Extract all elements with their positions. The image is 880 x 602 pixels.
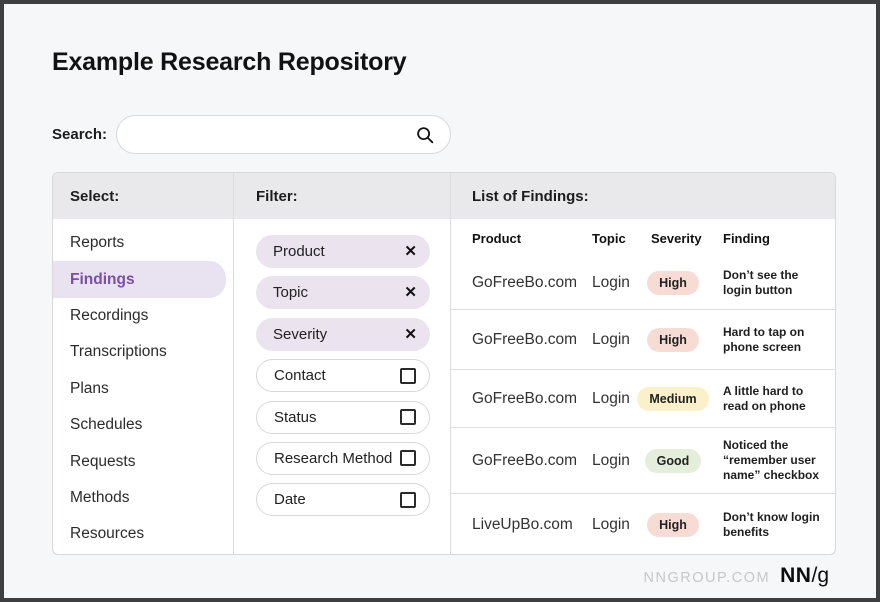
filter-header: Filter: xyxy=(234,173,450,219)
finding-text: Hard to tap on phone screen xyxy=(707,325,835,355)
sidebar-item-plans[interactable]: Plans xyxy=(53,371,233,407)
search-input[interactable] xyxy=(135,125,414,144)
filter-pill-research-method[interactable]: Research Method xyxy=(256,442,430,475)
sidebar-item-reports[interactable]: Reports xyxy=(53,225,233,261)
remove-filter-icon[interactable]: ✕ xyxy=(404,327,417,342)
nng-logo: NN/g xyxy=(780,564,829,588)
select-column: Select: Reports Findings Recordings Tran… xyxy=(53,173,234,555)
sidebar-item-requests[interactable]: Requests xyxy=(53,443,233,479)
sidebar-item-recordings[interactable]: Recordings xyxy=(53,298,233,334)
finding-product: GoFreeBo.com xyxy=(472,331,592,349)
finding-text: Don’t see the login button xyxy=(707,268,835,298)
findings-column: List of Findings: Product Topic Severity… xyxy=(451,173,835,555)
finding-topic: Login xyxy=(592,516,639,534)
filter-pill-status[interactable]: Status xyxy=(256,401,430,434)
finding-row: GoFreeBo.com Login Medium A little hard … xyxy=(451,369,835,427)
filter-pill-date[interactable]: Date xyxy=(256,483,430,516)
column-header-severity: Severity xyxy=(639,231,707,246)
finding-product: GoFreeBo.com xyxy=(472,274,592,292)
checkbox-icon[interactable] xyxy=(400,368,416,384)
filter-pill-topic[interactable]: Topic ✕ xyxy=(256,276,430,309)
severity-badge: Good xyxy=(645,449,702,473)
sidebar-item-label: Transcriptions xyxy=(70,343,167,361)
column-header-finding: Finding xyxy=(707,231,835,246)
finding-row: LiveUpBo.com Login High Don’t know login… xyxy=(451,493,835,555)
search-label: Search: xyxy=(52,126,107,143)
filter-pill-label: Severity xyxy=(273,326,327,343)
checkbox-icon[interactable] xyxy=(400,492,416,508)
search-icon[interactable] xyxy=(414,124,436,146)
sidebar-item-label: Schedules xyxy=(70,416,142,434)
sidebar-item-label: Requests xyxy=(70,453,135,471)
footer: NNGROUP.COM NN/g xyxy=(644,564,829,588)
finding-topic: Login xyxy=(592,274,639,292)
filter-pill-label: Product xyxy=(273,243,325,260)
sidebar-item-methods[interactable]: Methods xyxy=(53,480,233,516)
filter-pill-severity[interactable]: Severity ✕ xyxy=(256,318,430,351)
sidebar-item-label: Recordings xyxy=(70,307,148,325)
severity-badge: High xyxy=(647,328,699,352)
sidebar-item-label: Findings xyxy=(70,271,135,289)
column-header-topic: Topic xyxy=(592,231,639,246)
sidebar-item-schedules[interactable]: Schedules xyxy=(53,407,233,443)
finding-topic: Login xyxy=(592,452,639,470)
sidebar-item-transcriptions[interactable]: Transcriptions xyxy=(53,334,233,370)
filter-pill-product[interactable]: Product ✕ xyxy=(256,235,430,268)
search-box[interactable] xyxy=(116,115,451,154)
remove-filter-icon[interactable]: ✕ xyxy=(404,244,417,259)
finding-severity-cell: High xyxy=(639,328,707,352)
finding-product: GoFreeBo.com xyxy=(472,452,592,470)
findings-header: List of Findings: xyxy=(451,173,835,219)
nng-logo-g: /g xyxy=(811,564,829,587)
finding-row: GoFreeBo.com Login High Don’t see the lo… xyxy=(451,257,835,309)
sidebar-item-label: Methods xyxy=(70,489,129,507)
finding-row: GoFreeBo.com Login Good Noticed the “rem… xyxy=(451,427,835,493)
column-header-product: Product xyxy=(472,231,592,246)
severity-badge: High xyxy=(647,271,699,295)
filter-pill-contact[interactable]: Contact xyxy=(256,359,430,392)
finding-text: Noticed the “remember user name” checkbo… xyxy=(707,438,835,483)
footer-site-url: NNGROUP.COM xyxy=(644,570,771,586)
sidebar-item-resources[interactable]: Resources xyxy=(53,516,233,552)
findings-table-header: Product Topic Severity Finding xyxy=(451,219,835,257)
finding-text: Don’t know login benefits xyxy=(707,510,835,540)
select-list: Reports Findings Recordings Transcriptio… xyxy=(53,219,233,553)
finding-product: GoFreeBo.com xyxy=(472,390,592,408)
finding-severity-cell: High xyxy=(639,513,707,537)
finding-topic: Login xyxy=(592,390,639,408)
filter-pill-label: Contact xyxy=(274,367,326,384)
select-header: Select: xyxy=(53,173,233,219)
filter-pill-label: Date xyxy=(274,491,306,508)
checkbox-icon[interactable] xyxy=(400,450,416,466)
nng-logo-nn: NN xyxy=(780,564,811,587)
filter-pill-label: Research Method xyxy=(274,450,392,467)
sidebar-item-label: Reports xyxy=(70,234,124,252)
filter-pill-label: Status xyxy=(274,409,317,426)
finding-severity-cell: Good xyxy=(639,449,707,473)
checkbox-icon[interactable] xyxy=(400,409,416,425)
finding-topic: Login xyxy=(592,331,639,349)
filter-pill-label: Topic xyxy=(273,284,308,301)
repository-panel: Select: Reports Findings Recordings Tran… xyxy=(52,172,836,555)
sidebar-item-findings[interactable]: Findings xyxy=(53,261,226,297)
remove-filter-icon[interactable]: ✕ xyxy=(404,285,417,300)
severity-badge: Medium xyxy=(637,387,708,411)
sidebar-item-label: Plans xyxy=(70,380,109,398)
severity-badge: High xyxy=(647,513,699,537)
finding-row: GoFreeBo.com Login High Hard to tap on p… xyxy=(451,309,835,369)
finding-product: LiveUpBo.com xyxy=(472,516,592,534)
filter-column: Filter: Product ✕ Topic ✕ Severity ✕ Con… xyxy=(234,173,451,555)
page-title: Example Research Repository xyxy=(52,48,406,77)
finding-text: A little hard to read on phone xyxy=(707,384,835,414)
finding-severity-cell: High xyxy=(639,271,707,295)
sidebar-item-label: Resources xyxy=(70,525,144,543)
findings-table-body: GoFreeBo.com Login High Don’t see the lo… xyxy=(451,257,835,555)
finding-severity-cell: Medium xyxy=(639,387,707,411)
filter-pill-list: Product ✕ Topic ✕ Severity ✕ Contact Sta… xyxy=(234,219,450,525)
